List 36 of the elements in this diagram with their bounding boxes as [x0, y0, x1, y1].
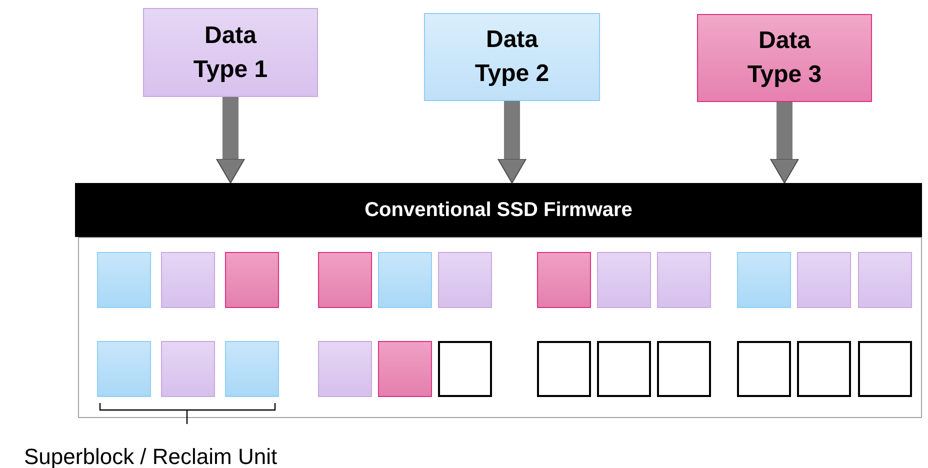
data-block [225, 252, 279, 308]
data-block [318, 341, 372, 397]
data-type-box [424, 13, 600, 101]
data-block [318, 252, 372, 308]
data-block [657, 252, 711, 308]
empty-block [797, 341, 851, 397]
data-block [797, 252, 851, 308]
data-block [858, 252, 912, 308]
data-block [161, 341, 215, 397]
data-type-label: Data Type 3 [746, 26, 823, 90]
empty-block [858, 341, 912, 397]
data-block [378, 341, 432, 397]
data-block [97, 252, 151, 308]
empty-block [597, 341, 651, 397]
data-block [97, 341, 151, 397]
data-block [597, 252, 651, 308]
data-block [438, 252, 492, 308]
data-type-box [697, 14, 872, 102]
firmware-label: Conventional SSD Firmware [364, 198, 632, 223]
data-block [225, 341, 279, 397]
data-type-label: Data Type 2 [474, 25, 550, 89]
data-block [737, 252, 791, 308]
empty-block [657, 341, 711, 397]
block-arrow [498, 101, 526, 184]
storage-container [78, 237, 922, 418]
data-block [161, 252, 215, 308]
empty-block [438, 341, 492, 397]
data-block [378, 252, 432, 308]
data-block [537, 252, 591, 308]
block-arrow [770, 102, 799, 184]
data-type-box [143, 8, 318, 97]
firmware-bar [75, 183, 922, 237]
empty-block [537, 341, 591, 397]
empty-block [737, 341, 791, 397]
data-type-label: Data Type 1 [192, 20, 269, 84]
block-arrow [216, 97, 245, 184]
